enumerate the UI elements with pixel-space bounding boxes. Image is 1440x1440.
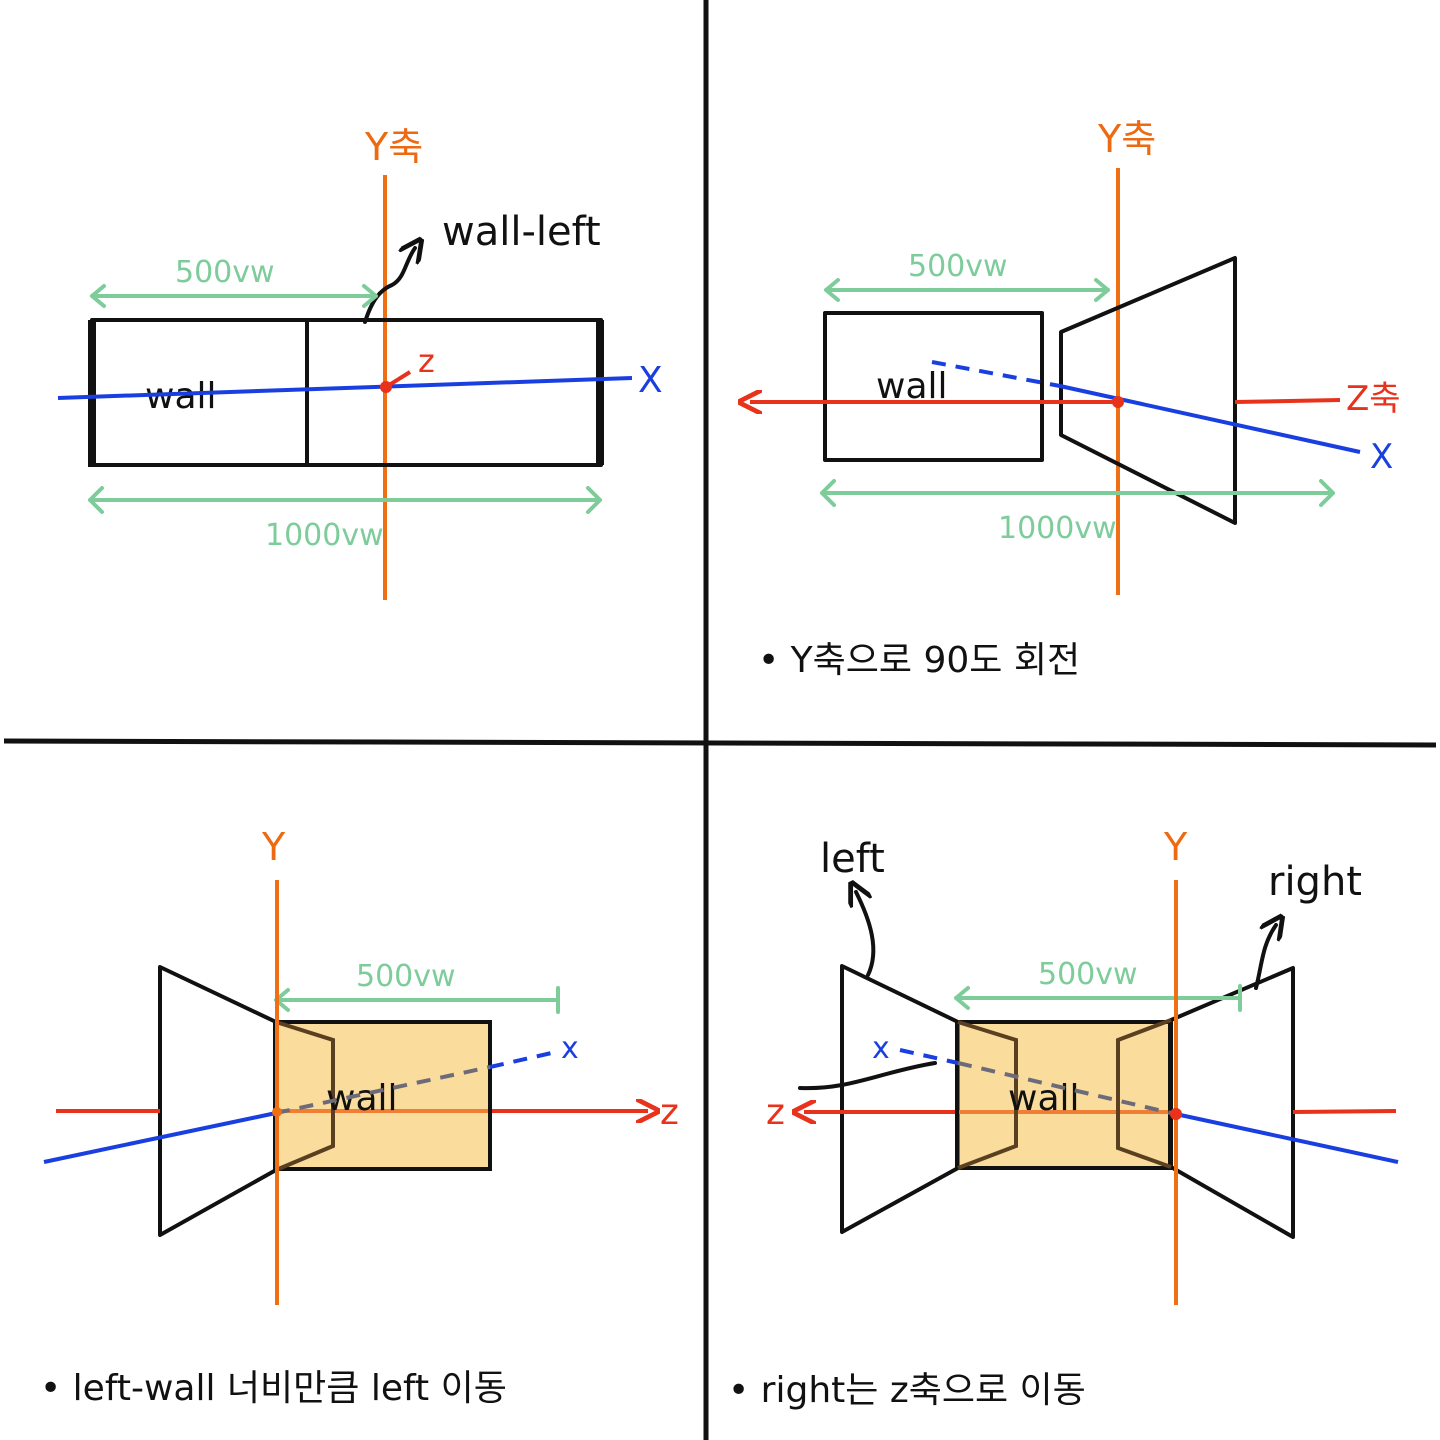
z-axis-label: Z축	[1346, 379, 1401, 419]
dimension-1000-line	[88, 486, 602, 514]
wall-left-inner-edge	[957, 1020, 1018, 1170]
wall-left-trapezoid	[840, 964, 960, 1234]
x-axis-label: x	[872, 1031, 890, 1066]
dimension-500-line	[954, 984, 1242, 1012]
x-axis-label: X	[1370, 437, 1393, 477]
dimension-500-label: 500vw	[908, 249, 1008, 284]
dimension-1000-line	[820, 479, 1335, 507]
panel-4: Y left right z 500vw wall x • right는 z축으…	[728, 825, 1399, 1411]
wall-left-inner-edge	[275, 1020, 335, 1172]
dimension-500-line	[824, 278, 1110, 302]
caption: • Y축으로 90도 회전	[758, 640, 1080, 681]
wall-label: wall	[1008, 1078, 1080, 1119]
dimension-500-label: 500vw	[356, 959, 456, 994]
origin-point	[1112, 396, 1124, 408]
x-axis-dashed	[931, 360, 1061, 388]
x-axis-label: x	[561, 1031, 579, 1066]
origin-point	[380, 381, 392, 393]
dimension-1000-label: 1000vw	[265, 518, 384, 553]
wall-left-pointer-arrow	[363, 248, 415, 324]
dimension-500-label: 500vw	[1038, 957, 1138, 992]
x-axis-dashed-gray	[275, 1065, 491, 1115]
wall-box	[955, 1020, 1172, 1170]
left-pointer-arrow	[856, 892, 876, 977]
z-axis-line-right	[1234, 398, 1341, 404]
z-axis-label: z	[660, 1092, 679, 1133]
x-axis-line	[57, 376, 633, 400]
wall-left-trapezoid	[158, 965, 278, 1237]
left-label: left	[820, 836, 885, 882]
caption: • left-wall 너비만큼 left 이동	[40, 1368, 507, 1409]
wall-right-inner-edge	[1116, 1018, 1172, 1169]
panel-3: Y z 500vw wall x • left-wall 너비만큼 left 이…	[40, 825, 679, 1409]
wall-label: wall	[326, 1078, 398, 1119]
y-axis-label: Y축	[1097, 117, 1156, 161]
x-axis-dashed-blue	[489, 1050, 557, 1069]
x-axis-line	[1170, 1111, 1399, 1164]
panel-1: Y축 wall-left 500vw wall X z 1000vw	[57, 125, 663, 600]
z-axis-label: z	[766, 1092, 785, 1133]
z-axis-label: z	[418, 342, 435, 380]
panel-2: Y축 500vw wall Z축 X 1000vw • Y축으로 90도 회전	[750, 117, 1401, 681]
x-axis-label: X	[638, 360, 663, 401]
wall-right-trapezoid	[1169, 966, 1295, 1239]
origin-point	[1170, 1108, 1182, 1120]
wall-left-label: wall-left	[442, 209, 601, 255]
curve-connector	[798, 1061, 937, 1091]
caption: • right는 z축으로 이동	[728, 1370, 1086, 1411]
dimension-1000-label: 1000vw	[998, 511, 1117, 546]
x-axis-dashed-blue	[899, 1048, 959, 1065]
origin-point	[272, 1107, 282, 1117]
wall-box	[823, 311, 1044, 462]
right-label: right	[1268, 859, 1362, 905]
dimension-500-label: 500vw	[175, 255, 275, 290]
dimension-500-line	[90, 284, 378, 308]
y-axis-label: Y	[261, 825, 286, 869]
x-axis-line	[1059, 384, 1361, 454]
horizontal-divider	[3, 738, 1437, 748]
x-axis-dashed-gray	[957, 1061, 1172, 1115]
y-axis-label: Y	[1163, 825, 1188, 869]
wall-box	[273, 1020, 492, 1171]
wall-left-box	[305, 318, 603, 467]
y-axis-label: Y축	[364, 125, 423, 169]
z-axis-line-right	[1292, 1109, 1397, 1114]
x-axis-line	[43, 1111, 277, 1164]
